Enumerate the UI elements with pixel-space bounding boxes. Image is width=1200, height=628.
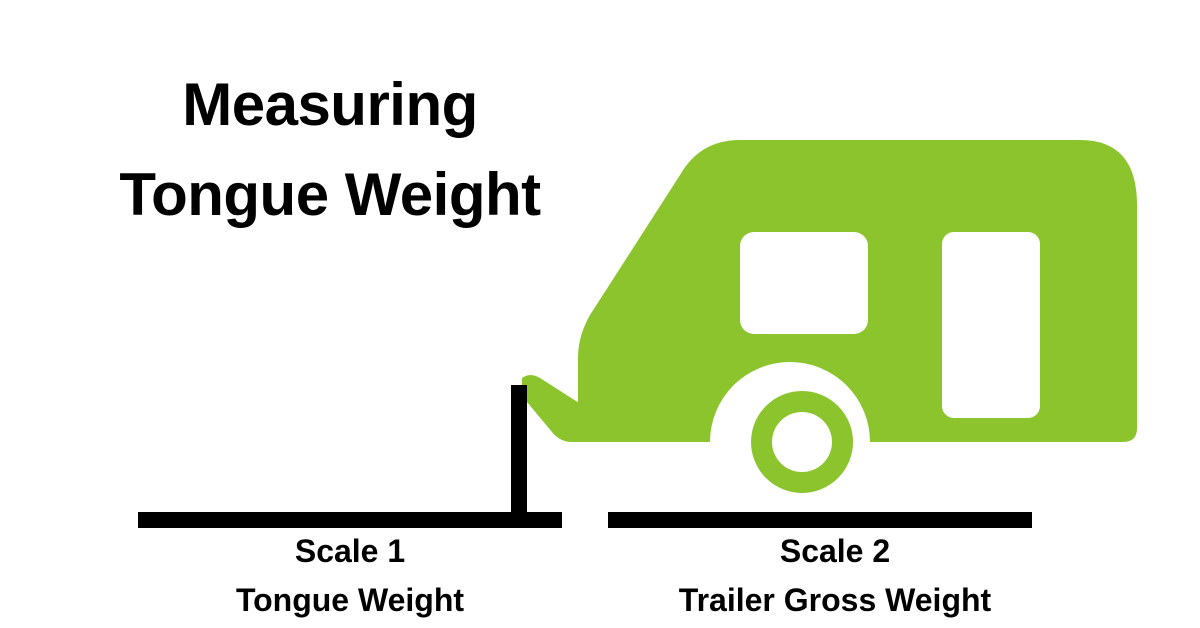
scale-1-platform bbox=[138, 512, 562, 528]
trailer-tongue bbox=[522, 375, 612, 442]
trailer-window-door bbox=[942, 232, 1040, 418]
trailer-wheel-hub bbox=[772, 412, 832, 472]
scale-2-platform bbox=[608, 512, 1032, 528]
title-line-1: Measuring bbox=[182, 71, 478, 138]
title-line-2: Tongue Weight bbox=[119, 161, 541, 228]
scale-2-measures: Trailer Gross Weight bbox=[678, 582, 992, 618]
scale-1-measures: Tongue Weight bbox=[235, 582, 465, 618]
scale-2-label: Scale 2 bbox=[779, 533, 891, 569]
scale-1-caption: Scale 1 Tongue Weight bbox=[150, 527, 550, 625]
page-title: Measuring Tongue Weight bbox=[60, 60, 600, 240]
scale-2-caption: Scale 2 Trailer Gross Weight bbox=[610, 527, 1060, 625]
scale-1-label: Scale 1 bbox=[294, 533, 406, 569]
scale-1 bbox=[138, 385, 562, 528]
scale-2 bbox=[608, 512, 1032, 528]
wheel-fender-gap bbox=[737, 377, 867, 507]
tongue-jack-post bbox=[511, 385, 527, 528]
trailer-window-front bbox=[740, 232, 868, 334]
